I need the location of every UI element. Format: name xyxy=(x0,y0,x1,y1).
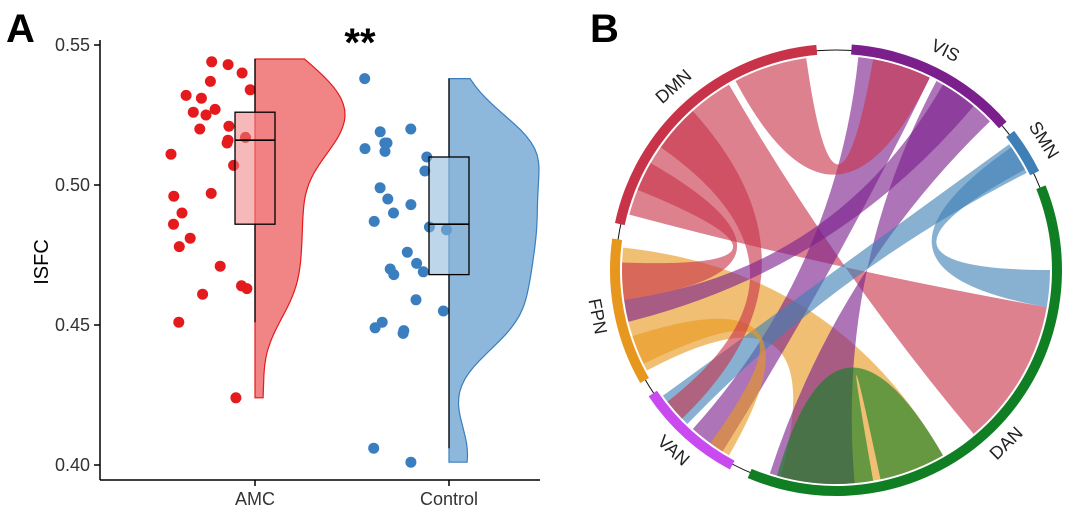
chord-ribbon xyxy=(777,367,943,484)
sector-arc-dmn xyxy=(614,44,818,226)
data-point xyxy=(405,199,417,211)
chord-ribbon xyxy=(931,147,1050,308)
data-point xyxy=(379,137,391,149)
sector-arc-vis xyxy=(851,44,1007,129)
y-axis-ticks: 0.40 0.45 0.50 0.55 xyxy=(55,35,100,475)
chord-ribbon xyxy=(624,84,974,322)
data-point xyxy=(205,187,217,199)
chord-ribbon xyxy=(632,318,766,456)
data-point xyxy=(165,148,177,160)
data-point xyxy=(236,67,248,79)
data-point xyxy=(388,269,400,281)
data-point xyxy=(374,182,386,194)
data-point xyxy=(359,73,371,85)
data-point xyxy=(223,120,235,132)
x-tick-label: AMC xyxy=(235,489,275,509)
panel-a-raincloud-chart: A 0.40 0.45 0.50 0.55 AMC Control ISFC ** xyxy=(6,7,540,509)
data-point xyxy=(194,123,206,135)
data-point xyxy=(419,165,431,177)
data-point xyxy=(214,260,226,272)
chord-ribbon xyxy=(622,163,738,300)
data-point xyxy=(244,84,256,96)
y-axis-title: ISFC xyxy=(31,239,53,285)
data-point xyxy=(173,316,185,328)
data-point xyxy=(168,190,180,202)
data-point xyxy=(200,109,212,121)
data-point xyxy=(204,75,216,87)
data-point xyxy=(388,207,399,219)
sector-label-vis: VIS xyxy=(928,35,963,66)
data-point xyxy=(417,266,429,278)
box-iqr xyxy=(428,156,470,276)
data-point xyxy=(368,442,380,454)
significance-marker: ** xyxy=(344,21,376,65)
data-point xyxy=(222,59,234,71)
data-point xyxy=(230,392,242,404)
y-tick-label: 0.55 xyxy=(55,35,90,55)
data-point xyxy=(197,288,209,300)
data-point xyxy=(397,327,409,339)
chord-ribbon xyxy=(735,58,930,175)
chord-ribbon xyxy=(662,144,1027,424)
box-iqr xyxy=(234,111,276,225)
data-point xyxy=(382,193,394,205)
panel-a-letter: A xyxy=(6,7,35,51)
chord-ribbons xyxy=(622,57,1050,484)
density-clouds xyxy=(254,58,540,463)
y-tick-label: 0.50 xyxy=(55,175,90,195)
data-point xyxy=(379,145,391,157)
sector-arc-van xyxy=(648,390,735,470)
data-point xyxy=(176,207,188,219)
sector-arc-fpn xyxy=(610,238,649,383)
y-tick-label: 0.40 xyxy=(55,455,90,475)
data-point xyxy=(405,123,417,135)
x-tick-label: Control xyxy=(420,489,478,509)
data-point xyxy=(180,89,192,101)
data-point xyxy=(168,218,179,230)
data-point xyxy=(401,246,413,258)
data-point xyxy=(206,56,218,68)
data-point xyxy=(374,126,386,138)
data-point xyxy=(241,283,253,295)
data-point xyxy=(195,92,207,104)
data-point xyxy=(173,241,185,253)
data-point xyxy=(410,294,422,306)
y-tick-label: 0.45 xyxy=(55,315,90,335)
data-point xyxy=(437,305,449,317)
data-point xyxy=(369,322,381,334)
data-point xyxy=(359,143,371,155)
density-cloud xyxy=(448,78,540,463)
box-plots xyxy=(234,59,470,449)
x-axis-ticks: AMC Control xyxy=(235,480,478,509)
chord-sector-arcs xyxy=(610,44,1062,496)
data-point xyxy=(184,232,196,244)
panel-b-letter: B xyxy=(590,7,619,51)
data-point xyxy=(187,106,199,118)
data-point xyxy=(368,215,380,227)
data-point xyxy=(411,257,423,269)
density-cloud xyxy=(254,58,346,399)
data-point xyxy=(405,456,417,468)
chord-ribbon xyxy=(660,110,762,419)
sector-arc-smn xyxy=(1006,130,1040,176)
sector-label-fpn: FPN xyxy=(584,297,611,336)
data-point xyxy=(221,137,233,149)
data-point xyxy=(209,103,221,115)
